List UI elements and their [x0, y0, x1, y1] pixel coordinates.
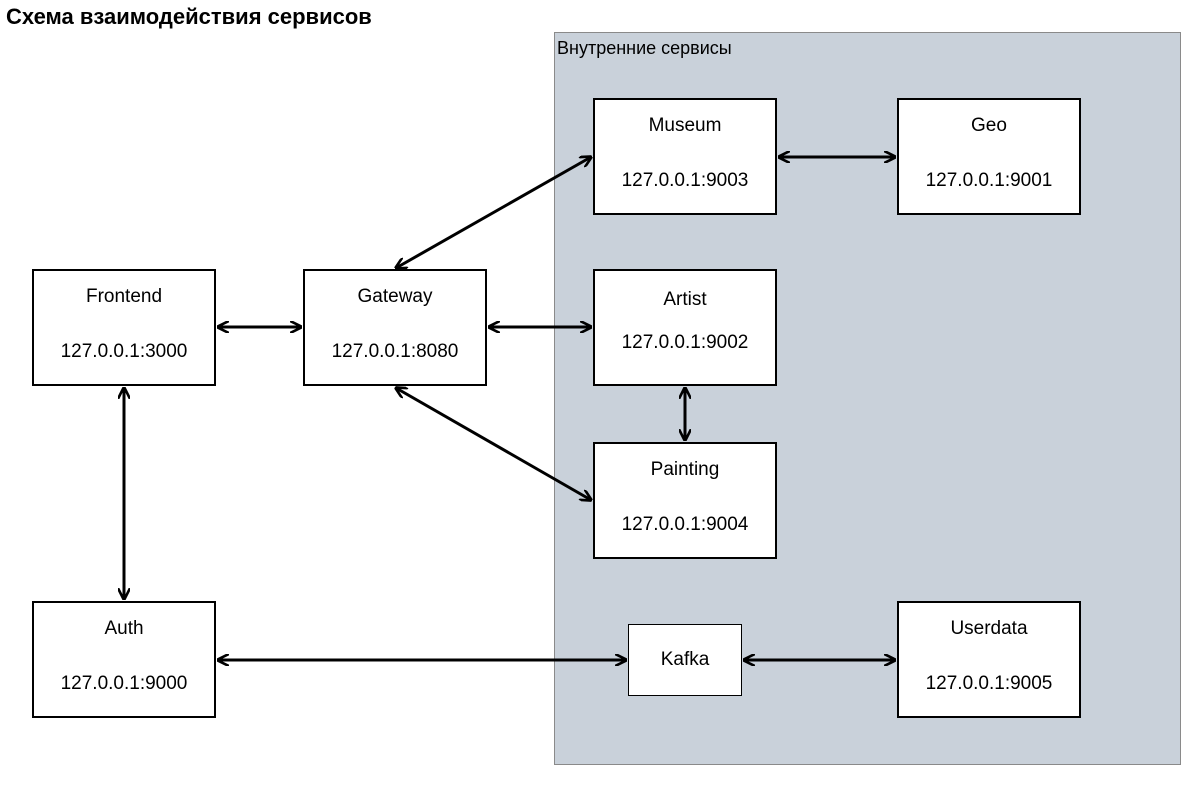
userdata-address: 127.0.0.1:9005: [925, 673, 1053, 694]
frontend-name: Frontend: [85, 286, 163, 307]
painting-node[interactable]: Painting 127.0.0.1:9004: [593, 442, 777, 559]
auth-name: Auth: [104, 618, 144, 639]
edge-gateway-museum: [396, 157, 591, 268]
gateway-node[interactable]: Gateway 127.0.0.1:8080: [303, 269, 487, 386]
geo-node[interactable]: Geo 127.0.0.1:9001: [897, 98, 1081, 215]
auth-node[interactable]: Auth 127.0.0.1:9000: [32, 601, 216, 718]
museum-name: Museum: [648, 115, 722, 136]
geo-name: Geo: [971, 115, 1007, 136]
userdata-node[interactable]: Userdata 127.0.0.1:9005: [897, 601, 1081, 718]
museum-address: 127.0.0.1:9003: [621, 170, 749, 191]
museum-node[interactable]: Museum 127.0.0.1:9003: [593, 98, 777, 215]
frontend-address: 127.0.0.1:3000: [60, 341, 188, 362]
gateway-address: 127.0.0.1:8080: [331, 341, 459, 362]
userdata-name: Userdata: [950, 618, 1028, 639]
diagram-title: Схема взаимодействия сервисов: [6, 4, 372, 29]
kafka-name: Kafka: [660, 649, 710, 670]
edge-gateway-painting: [396, 388, 591, 500]
artist-name: Artist: [663, 289, 707, 310]
painting-name: Painting: [650, 459, 720, 480]
kafka-node[interactable]: Kafka: [628, 624, 742, 696]
artist-address: 127.0.0.1:9002: [621, 332, 749, 353]
geo-address: 127.0.0.1:9001: [925, 170, 1053, 191]
painting-address: 127.0.0.1:9004: [621, 514, 749, 535]
artist-node[interactable]: Artist 127.0.0.1:9002: [593, 269, 777, 386]
frontend-node[interactable]: Frontend 127.0.0.1:3000: [32, 269, 216, 386]
internal-services-label: Внутренние сервисы: [557, 38, 732, 58]
gateway-name: Gateway: [357, 286, 433, 307]
auth-address: 127.0.0.1:9000: [60, 673, 188, 694]
